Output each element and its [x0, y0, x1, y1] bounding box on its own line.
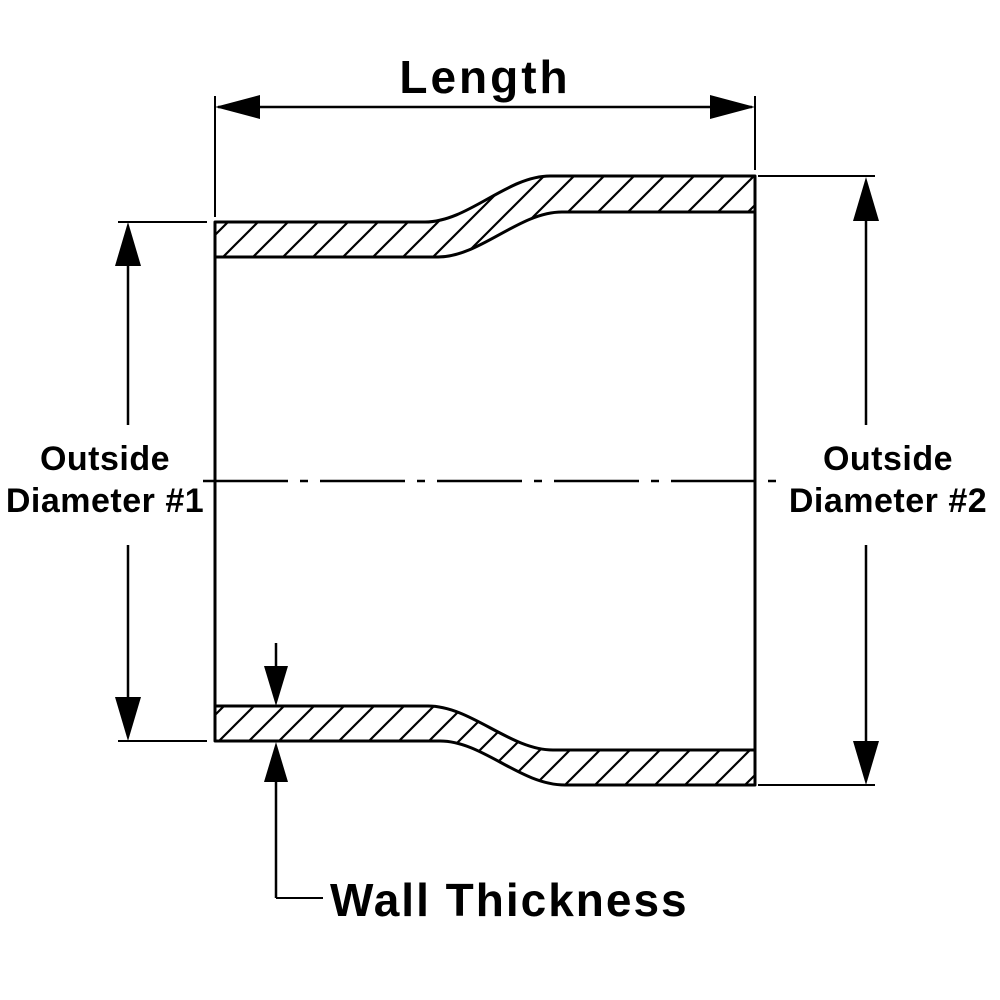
length-label: Length [399, 51, 570, 103]
tube-cross-section [213, 174, 757, 787]
arrowhead-down-icon [853, 741, 879, 785]
od2-dimension: Outside Diameter #2 [758, 175, 987, 786]
length-dimension: Length [214, 51, 756, 217]
arrowhead-left-icon [215, 95, 260, 119]
arrowhead-down-icon [115, 697, 141, 741]
od1-dimension: Outside Diameter #1 [6, 221, 207, 742]
arrowhead-down-icon [264, 666, 288, 706]
arrowhead-up-icon [264, 742, 288, 782]
tube-bottom-wall [213, 704, 757, 787]
od1-label-line1: Outside [40, 440, 170, 478]
wall-thickness-dimension: Wall Thickness [264, 643, 689, 926]
arrowhead-right-icon [710, 95, 755, 119]
od2-label-line2: Diameter #2 [789, 482, 987, 520]
tube-top-wall [213, 174, 757, 259]
od1-label-line2: Diameter #1 [6, 482, 204, 520]
od2-label-line1: Outside [823, 440, 953, 478]
arrowhead-up-icon [115, 222, 141, 266]
arrowhead-up-icon [853, 177, 879, 221]
wall-thickness-label: Wall Thickness [330, 874, 689, 926]
